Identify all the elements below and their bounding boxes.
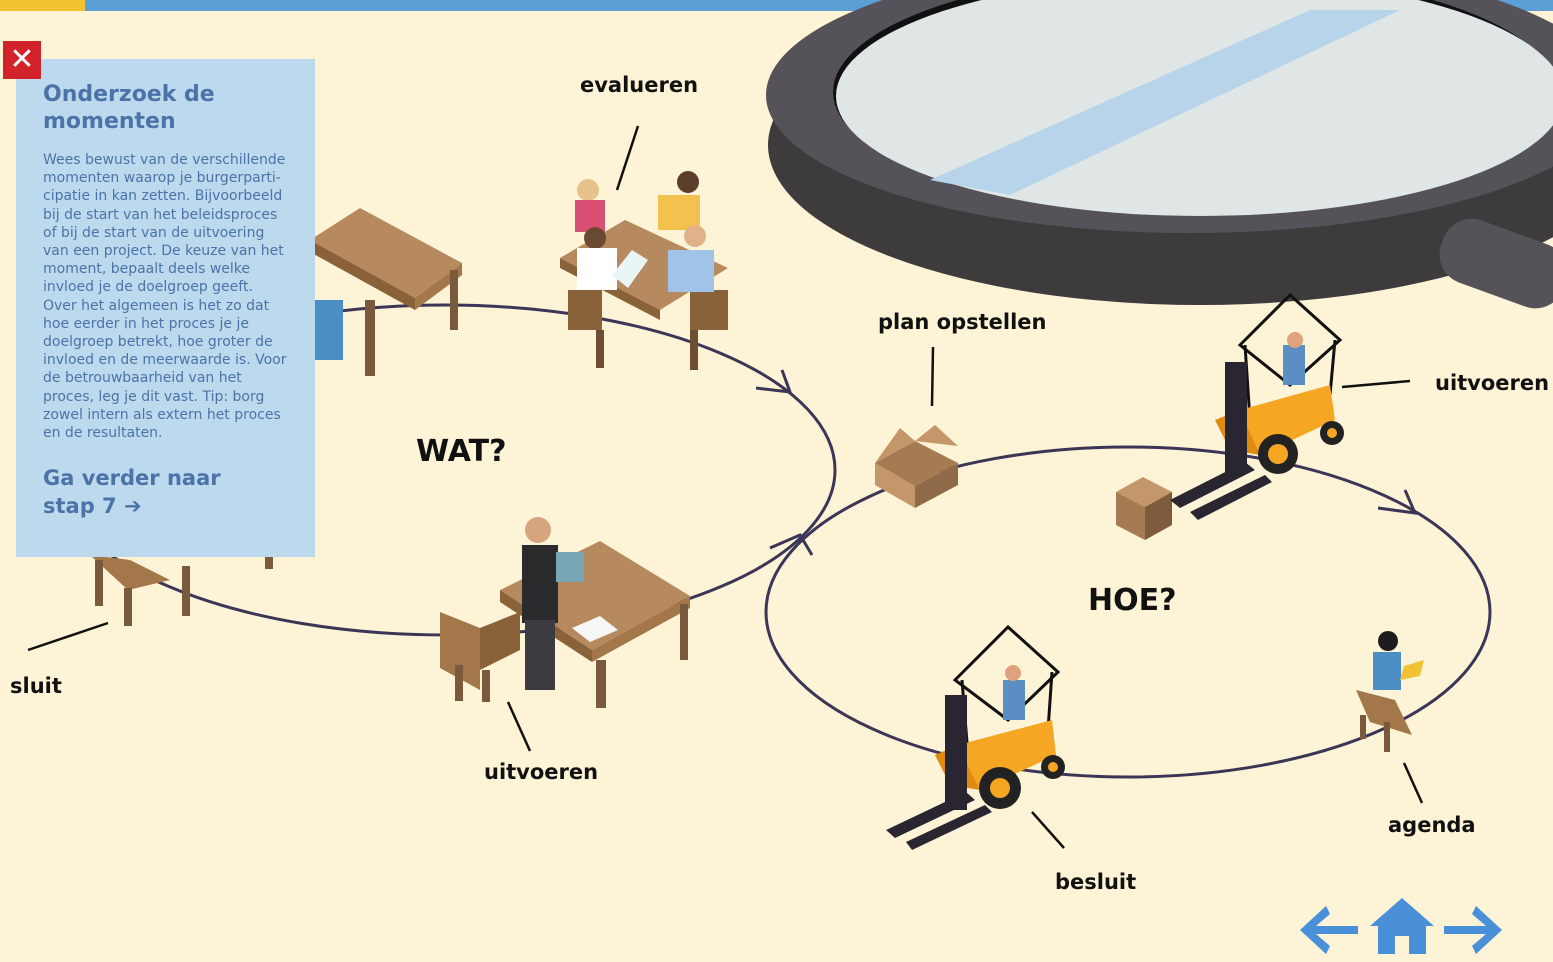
- label-uitvoeren-left: uitvoeren: [484, 760, 598, 784]
- box-illustration: [875, 425, 958, 508]
- label-agenda: agenda: [1388, 813, 1476, 837]
- magnifying-glass-illustration: [766, 0, 1553, 317]
- label-uitvoeren-right: uitvoeren: [1435, 371, 1549, 395]
- desk-illustration: [440, 517, 690, 708]
- crate-illustration: [1116, 477, 1172, 540]
- label-sluit: sluit: [10, 674, 62, 698]
- info-panel: Onderzoek de momenten Wees bewust van de…: [16, 59, 315, 557]
- next-step-link[interactable]: Ga verder naar stap 7 ➔: [43, 464, 233, 520]
- close-button[interactable]: ✕: [3, 41, 41, 79]
- panel-body: Wees bewust van de verschillende momente…: [43, 151, 288, 442]
- back-button[interactable]: [1298, 896, 1360, 958]
- panel-title: Onderzoek de momenten: [43, 81, 288, 135]
- label-plan-opstellen: plan opstellen: [878, 310, 1047, 334]
- arrow-right-icon: [1442, 896, 1504, 958]
- forward-button[interactable]: [1442, 896, 1504, 958]
- cycle-label-wat: WAT?: [416, 434, 507, 469]
- forklift-illustration: [1170, 295, 1344, 520]
- home-button[interactable]: [1370, 896, 1434, 958]
- seated-person-illustration: [1356, 631, 1424, 752]
- label-besluit: besluit: [1055, 870, 1136, 894]
- cycle-label-hoe: HOE?: [1088, 583, 1177, 618]
- arrow-left-icon: [1298, 896, 1360, 958]
- label-evalueren: evalueren: [580, 73, 698, 97]
- home-icon: [1370, 896, 1434, 958]
- forklift-illustration: [886, 627, 1065, 850]
- meeting-table-illustration: [560, 171, 728, 370]
